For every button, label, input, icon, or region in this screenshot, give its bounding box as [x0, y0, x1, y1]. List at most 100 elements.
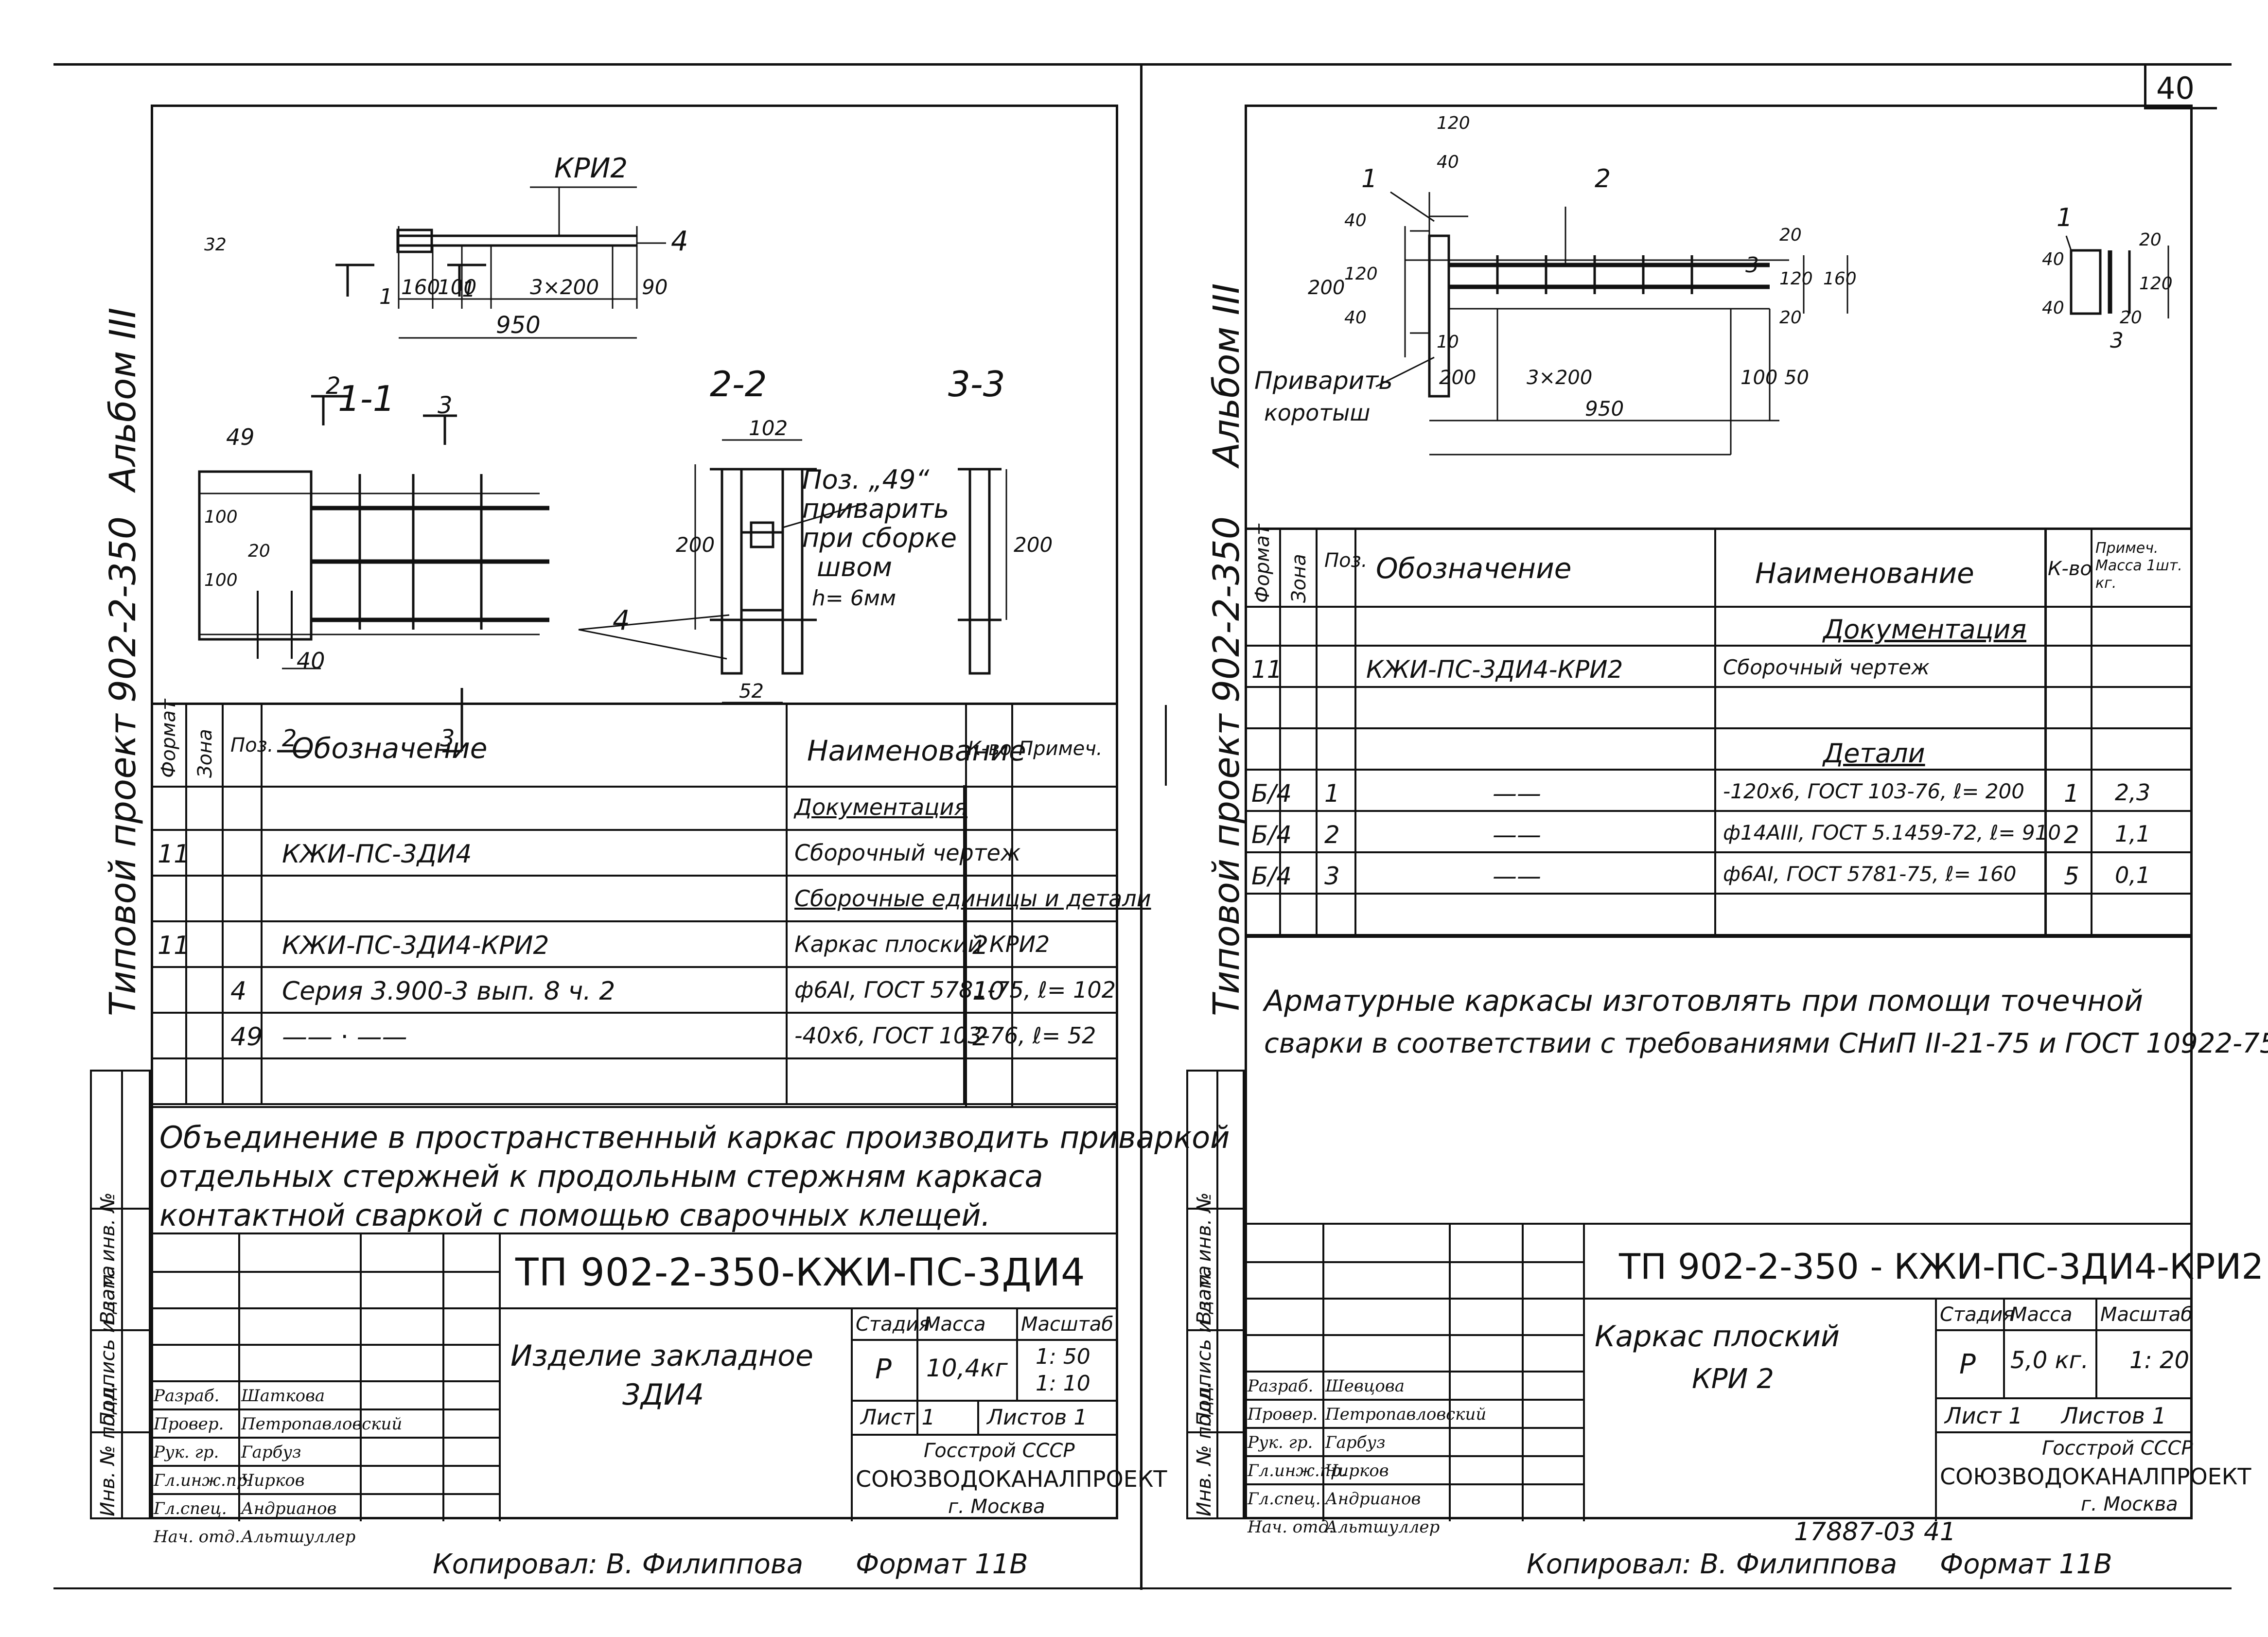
dim-950: 950: [496, 312, 541, 339]
table-cell-format: [151, 877, 187, 920]
right-note: Арматурные каркасы изготовлять при помощ…: [1245, 936, 2268, 1223]
table-cell-zone: [187, 968, 224, 1012]
label-kri2: КРИ2: [554, 153, 628, 184]
table-cell-pos: 3: [1318, 853, 1356, 893]
right-header-note: Примеч. Масса 1шт. кг.: [2095, 540, 2182, 592]
right-org-1: Госстрой СССР: [2042, 1437, 2193, 1460]
right-sheet-value: Лист 1: [1945, 1403, 2023, 1429]
cell-text-designation: Серия 3.900-3 вып. 8 ч. 2: [282, 977, 615, 1006]
note-short: коротыш: [1264, 400, 1370, 426]
left-scale-value-1: 1: 50: [1036, 1344, 1090, 1369]
table-cell-pos: [1318, 605, 1356, 645]
right-mass-value: 5,0 кг.: [2010, 1347, 2089, 1374]
left-spec-table: Формат Зона Поз. Обозначение Наименовани…: [151, 699, 1167, 1106]
signature-role: Нач. отд.: [154, 1527, 240, 1547]
right-scale-value: 1: 20: [2129, 1347, 2190, 1374]
right-table-header: Формат Зона Поз. Обозначение Наименовани…: [1245, 524, 2193, 608]
dim-32: 32: [204, 235, 227, 255]
note-weld-3: швом: [817, 552, 892, 582]
left-stamp-label-c: Инв. № подл.: [97, 1382, 119, 1516]
table-cell-name: ф6АI, ГОСТ 5781-75, ℓ= 102: [788, 968, 1116, 1012]
left-doc-code: ТП 902-2-350-КЖИ-ПС-3ДИ4: [515, 1251, 1086, 1295]
table-cell-zone: [187, 1059, 224, 1103]
left-sheet-value: Лист 1: [861, 1405, 935, 1430]
cell-text-pos: 4: [230, 977, 247, 1006]
cell-text-pos: 1: [1324, 779, 1340, 808]
note-pos-49: Поз. „49“: [802, 464, 930, 495]
table-cell-designation: КЖИ-ПС-3ДИ4-КРИ2: [1356, 647, 1716, 686]
signature-role: Гл.спец.: [1248, 1489, 1321, 1509]
table-cell-pos: [1318, 647, 1356, 686]
cell-text-name: -120х6, ГОСТ 103-76, ℓ= 200: [1723, 779, 2024, 803]
cell-text-name: -40х6, ГОСТ 103-76, ℓ= 52: [794, 1022, 1096, 1049]
table-cell-pos: 49: [224, 1014, 263, 1057]
cell-text-mass: 0,1: [2115, 862, 2151, 888]
cell-text-designation: КЖИ-ПС-3ДИ4: [282, 840, 472, 869]
right-mass-label: Масса: [2010, 1303, 2073, 1326]
right-stage-value: Р: [1959, 1349, 1976, 1380]
table-cell-format: [151, 785, 187, 829]
signature-role: Рук. гр.: [1248, 1433, 1313, 1452]
dim-100-a: 100: [204, 507, 238, 527]
signature-role: Провер.: [154, 1414, 224, 1434]
table-cell-designation: [263, 877, 788, 920]
dim-52: 52: [739, 680, 764, 703]
dim-40-b: 40: [1344, 308, 1367, 328]
left-sheets-value: Листов 1: [987, 1405, 1088, 1430]
table-cell-designation: ——: [1356, 853, 1716, 893]
signature-role: Гл.спец.: [154, 1499, 227, 1518]
cell-text-format: Б/4: [1251, 862, 1292, 890]
table-cell-format: Б/4: [1245, 812, 1292, 851]
left-mass-value: 10,4кг: [926, 1354, 1008, 1382]
table-cell-pos: [1318, 729, 1356, 769]
left-mass-label: Масса: [924, 1313, 986, 1336]
left-qty-col-lines: [965, 703, 967, 1106]
table-cell-zone: [1281, 853, 1318, 893]
dim-10: 10: [1437, 332, 1459, 352]
table-cell-format: Б/4: [1245, 771, 1292, 810]
left-scale-value-2: 1: 10: [1036, 1371, 1090, 1396]
bottom-border-line: [53, 1587, 2232, 1589]
table-cell-name: Детали: [1716, 729, 2047, 769]
table-row: 4 Серия 3.900-3 вып. 8 ч. 2 ф6АI, ГОСТ 578…: [151, 968, 1118, 1014]
dim-160: 160: [1823, 269, 1857, 289]
cell-text-name: Каркас плоский КРИ2: [794, 931, 1050, 957]
dim-3x200: 3×200: [1527, 367, 1592, 389]
table-cell-name: [1716, 688, 2047, 727]
left-note: Объединение в пространственный каркас пр…: [151, 1106, 1230, 1232]
table-cell-name: Каркас плоский КРИ2: [788, 922, 1050, 966]
table-cell-name: ф14АIII, ГОСТ 5.1459-72, ℓ= 910: [1716, 812, 2061, 851]
table-cell-pos: 1: [1318, 771, 1356, 810]
table-cell-designation: [263, 785, 788, 829]
label-3: 3: [1745, 253, 1759, 278]
dim-50: 50: [1784, 367, 1809, 389]
table-cell-format: 11: [151, 922, 190, 966]
right-header-qty: К-во: [2048, 558, 2092, 580]
dim-100: 100: [1741, 367, 1777, 389]
table-cell-format: [1245, 605, 1281, 645]
table-cell-name: Сборочный чертеж: [1716, 647, 2047, 686]
table-cell-name: [1716, 895, 2047, 934]
dim-20: 20: [248, 541, 270, 561]
dim-160: 160: [401, 275, 440, 299]
left-album-label: Альбом III: [102, 307, 144, 491]
table-cell-designation: ——: [1356, 771, 1716, 810]
signature-role: Гл.инж.пр.: [154, 1471, 253, 1490]
table-row: [1245, 895, 2193, 936]
right-copied-by: Копировал: В. Филиппова: [1527, 1549, 1898, 1580]
table-cell-designation: КЖИ-ПС-3ДИ4-КРИ2: [263, 922, 788, 966]
right-note-line-2: сварки в соответствии с требованиями СНи…: [1264, 1028, 2268, 1059]
dim-90: 90: [642, 275, 668, 299]
dim-40: 40: [297, 648, 325, 674]
table-row: Детали: [1245, 729, 2193, 771]
table-cell-zone: [187, 831, 224, 875]
label-4-plan: 4: [671, 226, 688, 257]
side-dim-40: 40: [2042, 249, 2064, 269]
table-cell-designation: КЖИ-ПС-3ДИ4: [263, 831, 788, 875]
table-cell-zone: [1281, 895, 1318, 934]
cell-text-pos: 49: [230, 1022, 263, 1052]
